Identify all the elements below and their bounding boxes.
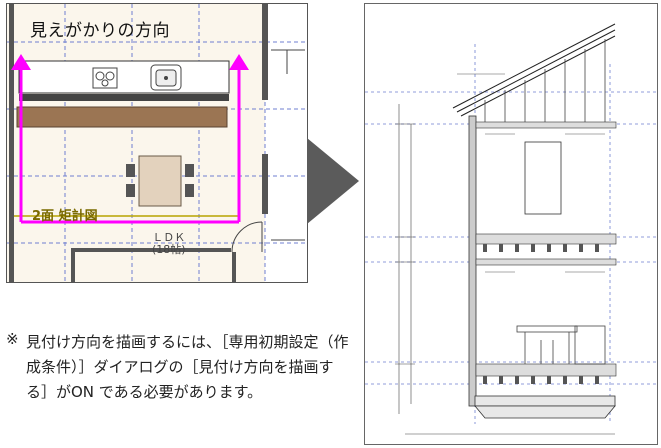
plan-title: 見えがかりの方向 <box>30 21 170 41</box>
kitchen-counter <box>18 60 230 94</box>
note-text: 見付け方向を描画するには、［専用初期設定（作成条件）］ダイアログの［見付け方向を… <box>26 333 349 401</box>
sink-icon <box>150 64 182 91</box>
plan-floor <box>7 4 265 282</box>
lower-furniture <box>516 325 606 365</box>
dining-table <box>138 155 182 207</box>
section-drawing-sheet <box>364 3 658 445</box>
room-label: ＬＤＫ (18帖) <box>152 232 186 256</box>
exterior-wall <box>468 115 477 407</box>
roof <box>452 23 616 117</box>
stove-icon <box>92 67 118 89</box>
room-size: (18帖) <box>152 243 186 256</box>
room-name: ＬＤＫ <box>152 231 186 244</box>
dining-counter <box>16 106 228 128</box>
floor-plan-drawing <box>7 4 307 282</box>
arrow-up-icon <box>11 54 31 70</box>
plan-walls <box>9 4 268 282</box>
arrow-up-icon <box>229 54 249 70</box>
arrow-right-icon <box>307 138 359 224</box>
dining-chairs <box>126 164 194 197</box>
door-swing <box>231 221 263 253</box>
section-label: 2面 矩計図 <box>32 209 98 224</box>
kitchen-counter-edge <box>19 94 229 101</box>
upper-door <box>524 141 562 215</box>
viewing-direction-bracket <box>19 64 241 224</box>
section-drawing <box>365 23 657 435</box>
foundation <box>474 395 616 419</box>
floor-plan-panel: 見えがかりの方向 2面 矩計図 ＬＤＫ (18帖) <box>6 3 308 283</box>
note-mark: ※ <box>6 330 19 348</box>
right-wall-detail <box>271 49 305 241</box>
